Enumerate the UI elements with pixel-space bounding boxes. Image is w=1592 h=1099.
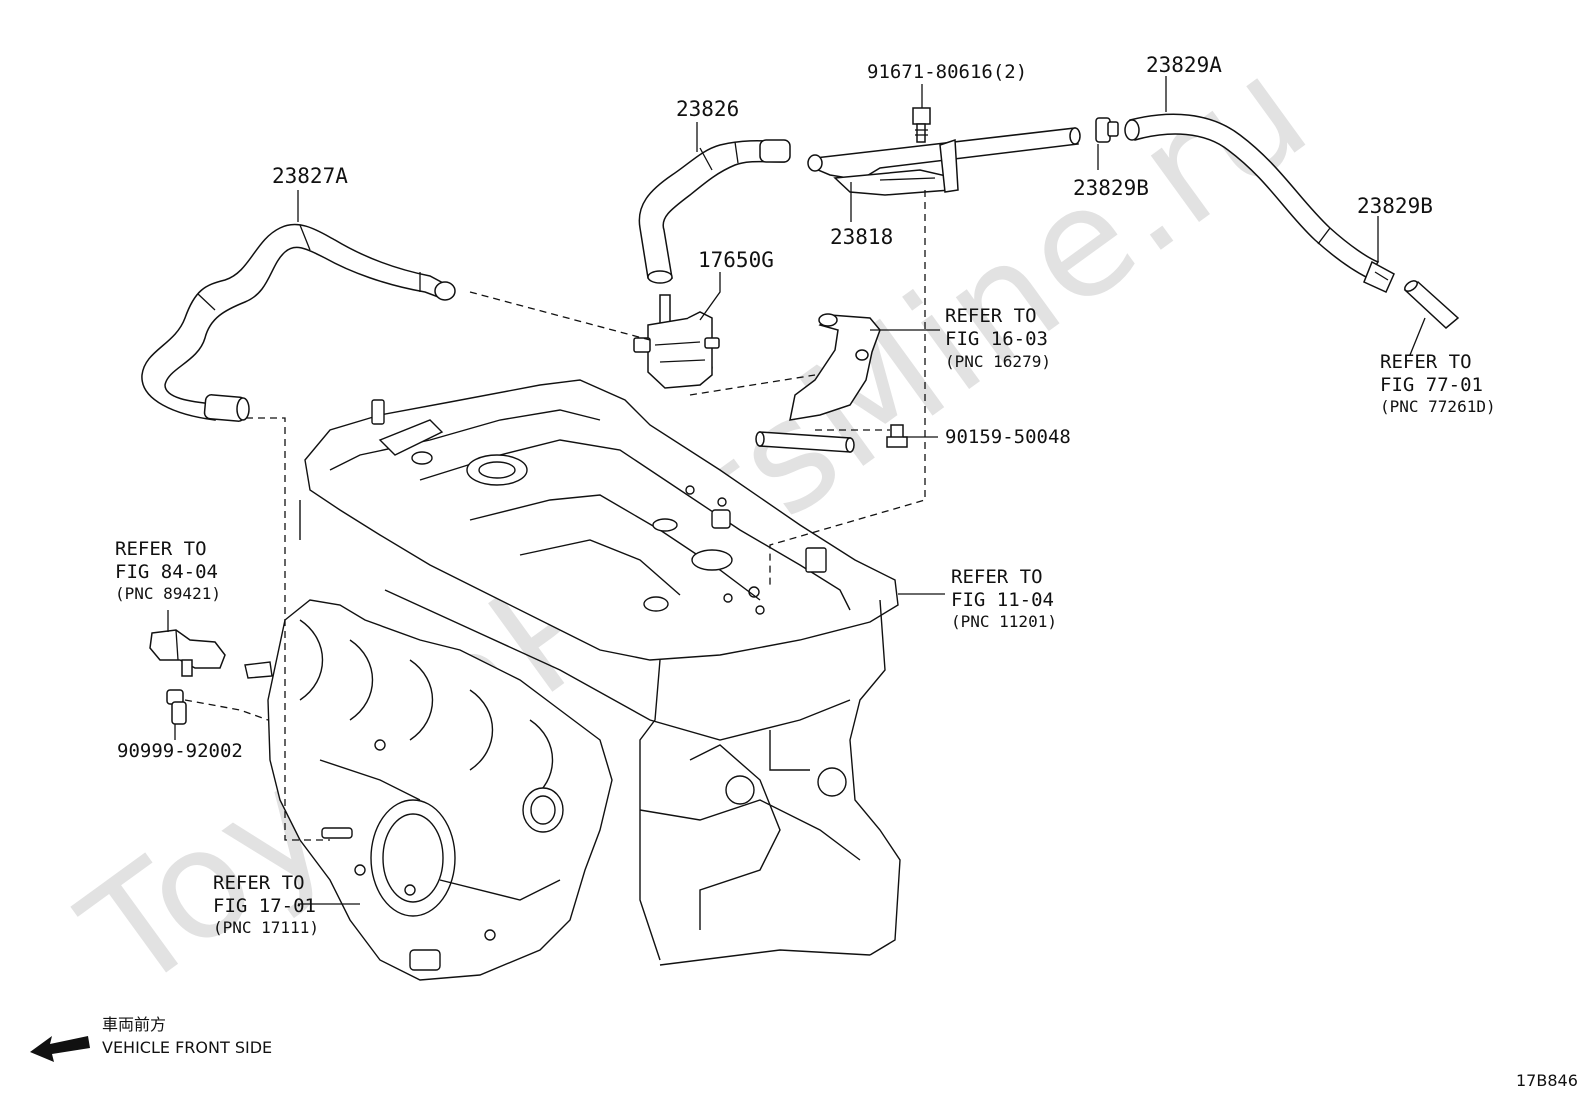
cylinder-head-cover[interactable]: [304, 379, 899, 661]
direction-en: VEHICLE FRONT SIDE: [102, 1038, 272, 1057]
hose-23826[interactable]: [638, 139, 791, 284]
direction-jp: 車両前方: [102, 1015, 166, 1034]
ref-fig16-line3: (PNC 16279): [945, 352, 1051, 371]
ref-fig84-line2[interactable]: FIG 84-04: [115, 561, 218, 583]
label-23829a[interactable]: 23829A: [1146, 53, 1222, 77]
pipe-23818[interactable]: [807, 127, 1081, 196]
sensor-89421[interactable]: [149, 629, 226, 677]
ref-fig17-line3: (PNC 17111): [213, 918, 319, 937]
label-90159[interactable]: 90159-50048: [945, 426, 1071, 448]
ref-fig84-line1[interactable]: REFER TO: [115, 538, 207, 560]
arrow-left-icon: [30, 1036, 90, 1062]
fitting-90999[interactable]: [166, 689, 187, 725]
label-23829b-right[interactable]: 23829B: [1357, 194, 1433, 218]
engine-block: [299, 500, 901, 966]
front-direction-indicator: 車両前方 VEHICLE FRONT SIDE: [30, 1015, 272, 1062]
bolt-90159[interactable]: [886, 424, 908, 448]
ref-fig17-line2[interactable]: FIG 17-01: [213, 895, 316, 917]
leader-lines: [167, 76, 1426, 905]
bolt-91671[interactable]: [912, 107, 931, 143]
label-91671[interactable]: 91671-80616(2): [867, 61, 1027, 83]
ref-fig17-line1[interactable]: REFER TO: [213, 872, 305, 894]
bracket-16279[interactable]: [755, 313, 881, 453]
intake-manifold[interactable]: [244, 599, 613, 981]
figure-id: 17B846: [1516, 1071, 1578, 1090]
clip-23829b-top[interactable]: [1095, 117, 1119, 143]
hose-23827a[interactable]: [141, 223, 456, 422]
ref-fig11-line1[interactable]: REFER TO: [951, 566, 1043, 588]
ref-fig16-line2[interactable]: FIG 16-03: [945, 328, 1048, 350]
ref-fig77-line2[interactable]: FIG 77-01: [1380, 374, 1483, 396]
labels: 23827A 23826 17650G 91671-80616(2) 23818…: [115, 53, 1496, 937]
label-23829b-top[interactable]: 23829B: [1073, 176, 1149, 200]
ref-fig16-line1[interactable]: REFER TO: [945, 305, 1037, 327]
ref-fig11-line2[interactable]: FIG 11-04: [951, 589, 1054, 611]
label-23827a[interactable]: 23827A: [272, 164, 348, 188]
ref-fig77-line1[interactable]: REFER TO: [1380, 351, 1472, 373]
ref-fig77-line3: (PNC 77261D): [1380, 397, 1496, 416]
label-90999[interactable]: 90999-92002: [117, 740, 243, 762]
pipe-end-right: [1403, 280, 1460, 329]
ref-fig11-line3: (PNC 11201): [951, 612, 1057, 631]
clip-23829b-right[interactable]: [1363, 260, 1395, 293]
label-23826[interactable]: 23826: [676, 97, 739, 121]
label-23818[interactable]: 23818: [830, 225, 893, 249]
label-17650g[interactable]: 17650G: [698, 248, 774, 272]
vsv-valve-17650g[interactable]: [633, 294, 720, 389]
ref-fig84-line3: (PNC 89421): [115, 584, 221, 603]
